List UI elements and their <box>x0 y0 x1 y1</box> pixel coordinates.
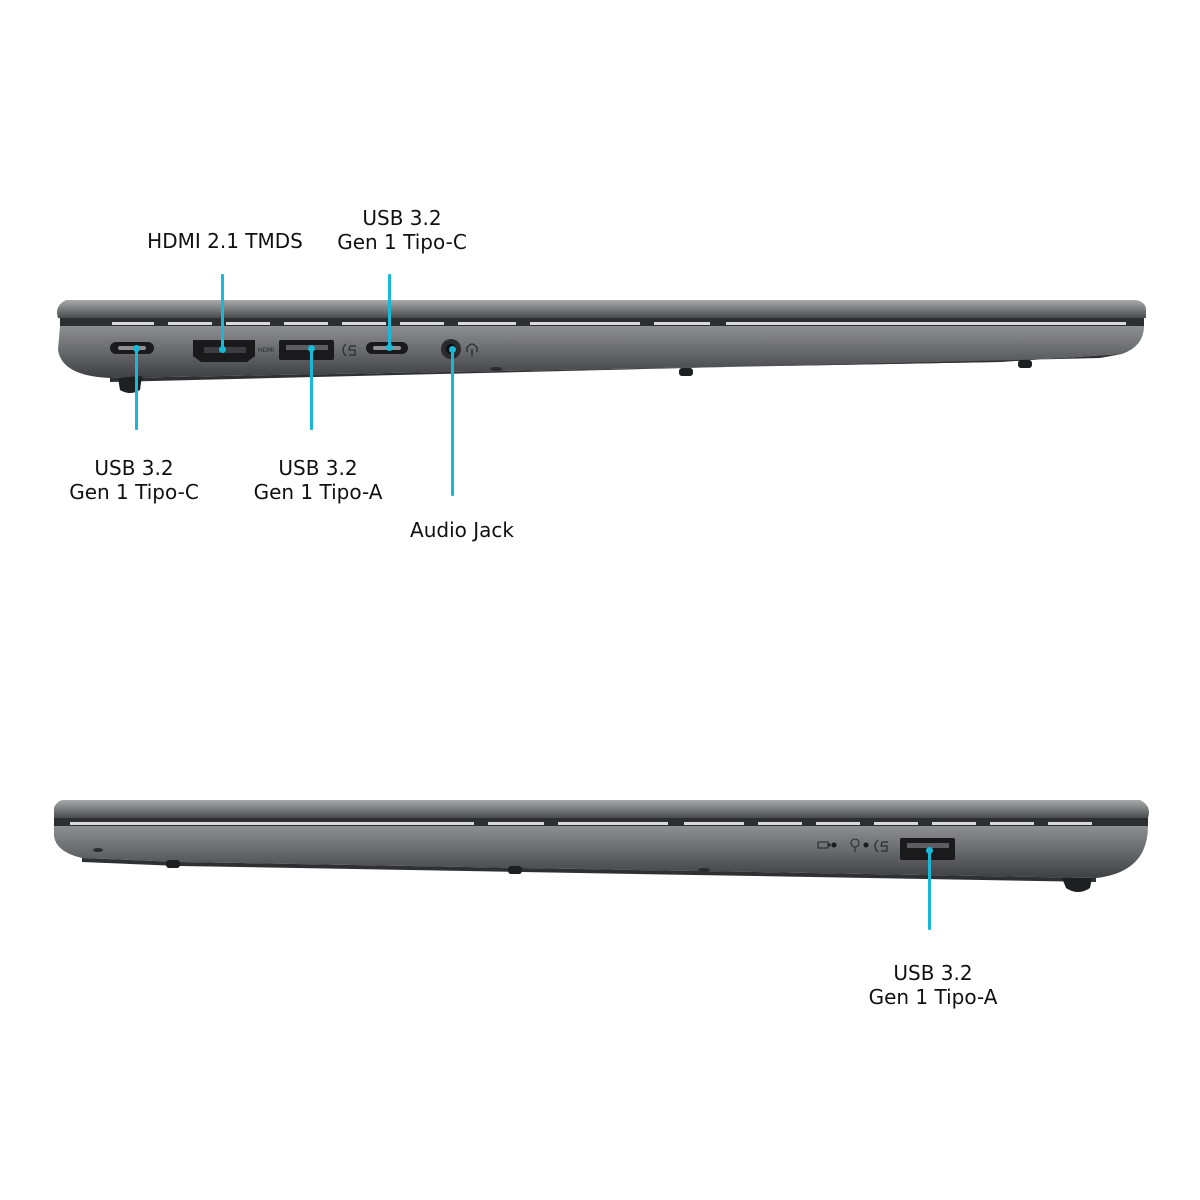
hdmi-callout-line <box>221 274 224 350</box>
battery-led <box>831 842 837 848</box>
mid-foot <box>679 368 693 376</box>
power-led-icon <box>850 838 860 852</box>
laptop-right-side <box>54 800 1149 892</box>
keyboard-gaps <box>70 822 1092 825</box>
hdmi-callout-dot <box>219 346 226 353</box>
usb-a-left-label-line1: USB 3.2 <box>278 456 358 480</box>
usb-a-left-label-line2: Gen 1 Tipo-A <box>253 480 383 504</box>
audio-jack-label-line1: Audio Jack <box>410 518 514 542</box>
status-dot <box>698 868 710 872</box>
usb-a-left-callout-line <box>310 348 313 430</box>
power-led <box>863 842 869 848</box>
usb-speed-icon-right <box>874 839 888 853</box>
headset-icon <box>466 343 478 357</box>
rear-foot <box>118 376 142 393</box>
usb-c-bottom-label: USB 3.2 Gen 1 Tipo-C <box>44 456 224 504</box>
audio-jack-label: Audio Jack <box>382 518 542 542</box>
usb-speed-icon-left <box>342 343 356 357</box>
status-dot <box>93 848 103 852</box>
battery-led-icon <box>817 841 831 849</box>
usb-a-right-callout-dot <box>926 847 933 854</box>
hdmi-label-line1: HDMI 2.1 TMDS <box>147 229 303 253</box>
audio-jack-callout-dot <box>449 346 456 353</box>
usb-c-bottom-callout-dot <box>133 345 140 352</box>
lid <box>54 800 1149 818</box>
usb-a-right-label-line2: Gen 1 Tipo-A <box>868 985 998 1009</box>
mid-foot <box>508 866 522 874</box>
usb-a-right-label-line1: USB 3.2 <box>893 961 973 985</box>
hdmi-label: HDMI 2.1 TMDS <box>125 229 325 253</box>
hdmi-port-mark: HDMI <box>258 347 274 354</box>
base <box>58 326 1144 378</box>
status-dot <box>490 367 502 371</box>
usb-c-top-label-line2: Gen 1 Tipo-C <box>337 230 467 254</box>
usb-c-top-callout-dot <box>386 344 393 351</box>
usb-c-top-callout-line <box>388 274 391 348</box>
keyboard-gaps <box>112 322 1126 325</box>
rear-foot <box>1062 878 1092 892</box>
usb-a-right-callout-line <box>928 850 931 930</box>
usb-c-bottom-label-line1: USB 3.2 <box>94 456 174 480</box>
usb-a-left-label: USB 3.2 Gen 1 Tipo-A <box>228 456 408 504</box>
base-bottom-edge <box>82 858 1096 882</box>
base <box>54 826 1148 878</box>
front-foot <box>1018 360 1032 368</box>
usb-c-top-label-line1: USB 3.2 <box>362 206 442 230</box>
usb-c-top-label: USB 3.2 Gen 1 Tipo-C <box>312 206 492 254</box>
laptop-left-side: HDMI <box>57 300 1146 393</box>
usb-a-left-callout-dot <box>308 345 315 352</box>
front-foot <box>166 860 180 868</box>
base-bottom-edge <box>110 354 1122 382</box>
usb-c-bottom-label-line2: Gen 1 Tipo-C <box>69 480 199 504</box>
usb-c-bottom-callout-line <box>135 348 138 430</box>
lid <box>57 300 1146 318</box>
audio-jack-callout-line <box>451 350 454 496</box>
usb-a-right-label: USB 3.2 Gen 1 Tipo-A <box>843 961 1023 1009</box>
